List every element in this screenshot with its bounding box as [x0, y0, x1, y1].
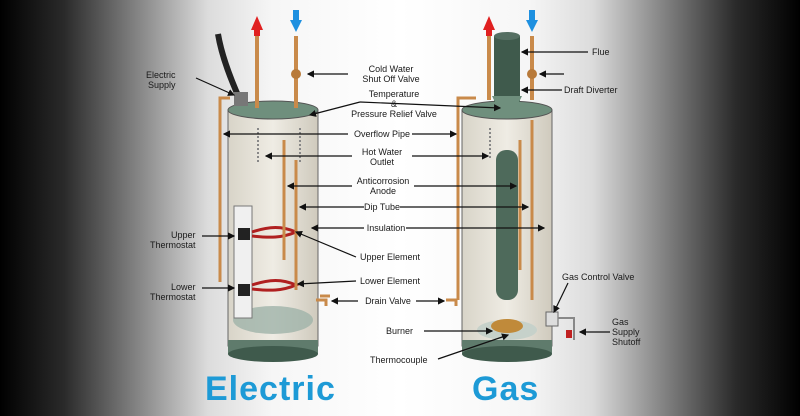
- leader-lines: [195, 48, 610, 360]
- label-drain-valve: Drain Valve: [365, 296, 411, 306]
- label-insulation: Insulation: [366, 223, 406, 233]
- title-gas: Gas: [472, 370, 540, 408]
- label-temp-pressure-relief-valve: Temperature & Pressure Relief Valve: [351, 89, 437, 119]
- label-gas-supply-shutoff: Gas Supply Shutoff: [612, 317, 641, 347]
- label-lower-element: Lower Element: [360, 276, 421, 286]
- label-hot-water-outlet: Hot Water Outlet: [361, 147, 403, 167]
- label-draft-diverter: Draft Diverter: [564, 85, 618, 95]
- title-electric: Electric: [205, 370, 336, 408]
- label-upper-thermostat: Upper Thermostat: [150, 230, 196, 250]
- label-anticorrosion-anode: Anticorrosion Anode: [356, 176, 410, 196]
- label-lower-thermostat: Lower Thermostat: [150, 282, 196, 302]
- label-burner: Burner: [386, 326, 414, 336]
- label-flue: Flue: [592, 47, 610, 57]
- label-dip-tube: Dip Tube: [363, 202, 401, 212]
- label-upper-element: Upper Element: [360, 252, 421, 262]
- label-gas-control-valve: Gas Control Valve: [562, 272, 635, 282]
- label-thermocouple: Thermocouple: [370, 355, 428, 365]
- label-electric-supply: Electric Supply: [146, 70, 176, 90]
- label-cold-water-shutoff: Cold Water Shut Off Valve: [362, 64, 420, 84]
- label-overflow-pipe: Overflow Pipe: [353, 129, 411, 139]
